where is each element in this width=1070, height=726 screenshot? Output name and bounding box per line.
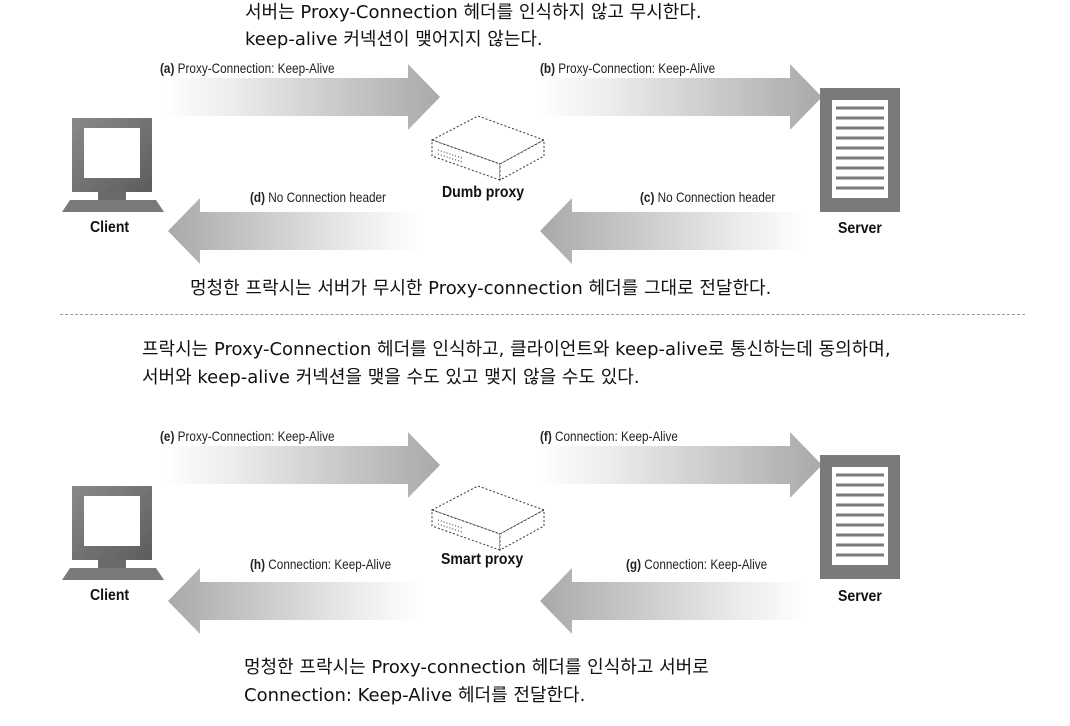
label-h: (h) Connection: Keep-Alive	[250, 556, 391, 572]
client-label-top: Client	[90, 219, 130, 236]
arrow-g	[540, 568, 808, 634]
client-computer-icon-bottom	[62, 486, 164, 580]
label-d-text: No Connection header	[268, 189, 386, 205]
label-g-id: (g)	[626, 556, 642, 572]
label-b-text: Proxy-Connection: Keep-Alive	[558, 60, 716, 76]
footer-note-line2: Connection: Keep-Alive 헤더를 전달한다.	[244, 685, 586, 706]
label-e-text: Proxy-Connection: Keep-Alive	[177, 428, 335, 444]
label-f: (f) Connection: Keep-Alive	[540, 428, 678, 444]
label-a: (a) Proxy-Connection: Keep-Alive	[160, 60, 335, 76]
label-a-text: Proxy-Connection: Keep-Alive	[177, 60, 335, 76]
label-e-id: (e)	[160, 428, 175, 444]
footer-note-line1: 멍청한 프락시는 Proxy-connection 헤더를 인식하고 서버로	[244, 657, 709, 678]
label-d-id: (d)	[250, 189, 266, 205]
top-bottom-note: 멍청한 프락시는 서버가 무시한 Proxy-connection 헤더를 그대…	[190, 278, 772, 299]
server-tower-icon-top	[820, 88, 900, 212]
arrow-h	[168, 568, 420, 634]
arrow-e	[165, 432, 440, 498]
bottom-note-line1: 프락시는 Proxy-Connection 헤더를 인식하고, 클라이언트와 k…	[142, 339, 891, 360]
smart-proxy-icon	[430, 485, 546, 551]
label-h-text: Connection: Keep-Alive	[268, 556, 392, 572]
server-tower-icon-bottom	[820, 455, 900, 579]
label-c-id: (c)	[640, 189, 655, 205]
dumb-proxy-icon	[430, 115, 546, 181]
arrow-b	[540, 64, 822, 130]
label-f-text: Connection: Keep-Alive	[555, 428, 678, 444]
label-h-id: (h)	[250, 556, 266, 572]
label-g-text: Connection: Keep-Alive	[644, 556, 768, 572]
server-label-top: Server	[838, 220, 882, 237]
arrow-a	[165, 64, 440, 130]
label-d: (d) No Connection header	[250, 189, 386, 205]
arrow-c	[540, 198, 808, 264]
proxy-label-top: Dumb proxy	[442, 184, 525, 201]
label-a-id: (a)	[160, 60, 175, 76]
section-divider	[60, 314, 1025, 315]
label-g: (g) Connection: Keep-Alive	[626, 556, 767, 572]
client-computer-icon-top	[62, 118, 164, 212]
server-label-bottom: Server	[838, 588, 882, 605]
label-c: (c) No Connection header	[640, 189, 775, 205]
label-b-id: (b)	[540, 60, 556, 76]
label-c-text: No Connection header	[657, 189, 776, 205]
label-f-id: (f)	[540, 428, 552, 444]
bottom-note-line2: 서버와 keep-alive 커넥션을 맺을 수도 있고 맺지 않을 수도 있다…	[142, 367, 640, 388]
label-b: (b) Proxy-Connection: Keep-Alive	[540, 60, 715, 76]
proxy-label-bottom: Smart proxy	[441, 551, 524, 568]
arrow-d	[168, 198, 420, 264]
arrow-f	[540, 432, 822, 498]
label-e: (e) Proxy-Connection: Keep-Alive	[160, 428, 335, 444]
top-note-line2: keep-alive 커넥션이 맺어지지 않는다.	[245, 29, 543, 50]
top-note-line1: 서버는 Proxy-Connection 헤더를 인식하지 않고 무시한다.	[245, 2, 702, 23]
client-label-bottom: Client	[90, 587, 130, 604]
